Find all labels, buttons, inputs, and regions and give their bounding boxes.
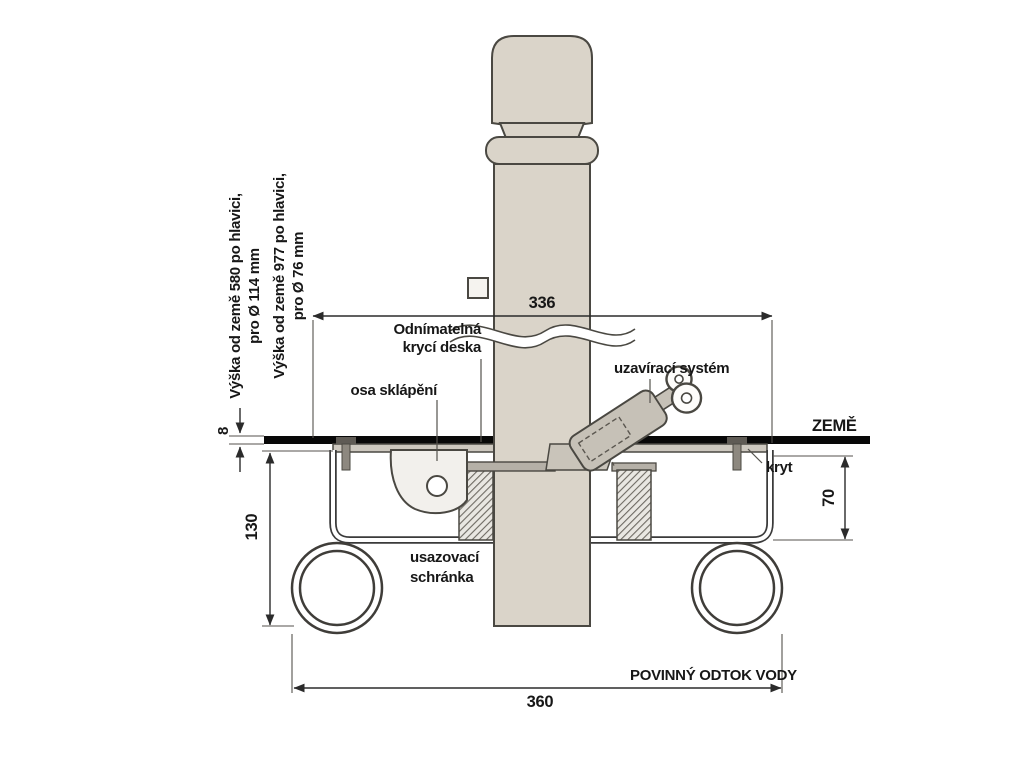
label-height-580-line2: pro Ø 114 mm (246, 248, 263, 344)
bollard-ring (485, 136, 599, 165)
break-line (449, 324, 636, 349)
anchor-bolt-left (336, 437, 356, 471)
hinge-axis-hole (426, 475, 448, 497)
label-height-977-line1: Výška od země 977 po hlavici, (271, 173, 288, 379)
dimension-text-8: 8 (215, 427, 232, 435)
bollard-shaft (493, 163, 591, 627)
label-ground: ZEMĚ (812, 416, 857, 435)
label-height-580-line1: Výška od země 580 po hlavici, (227, 193, 244, 399)
label-seating-box-line2: schránka (410, 569, 474, 586)
hinge-bracket (389, 449, 468, 515)
dimension-text-70: 70 (820, 489, 838, 507)
lock-cylinder (568, 365, 703, 472)
leader-cover (747, 448, 763, 464)
bollard-neck (498, 122, 586, 139)
anchor-bolt-right (727, 437, 747, 471)
dimension-text-336: 336 (529, 294, 556, 312)
label-locking-system: uzavírací systém (614, 360, 729, 377)
label-cover: kryt (766, 459, 793, 476)
label-removable-cover-line2: krycí deska (403, 339, 482, 356)
label-height-977-line2: pro Ø 76 mm (290, 232, 307, 320)
bollard-cap (491, 35, 593, 128)
key-head (665, 365, 703, 414)
bollard-post (467, 35, 599, 627)
drain-pipe-left (290, 541, 384, 635)
drain-pipe-right (690, 541, 784, 635)
bollard-latch-detail (467, 277, 489, 299)
label-seating-box-line1: usazovací (410, 549, 480, 566)
spring-right (611, 462, 657, 541)
dimension-text-130: 130 (243, 514, 261, 541)
label-water-drain: POVINNÝ ODTOK VODY (630, 666, 797, 684)
label-removable-cover-line1: Odnímatelná (393, 321, 482, 338)
label-folding-axis: osa sklápění (351, 382, 439, 399)
dimension-text-360: 360 (527, 693, 554, 711)
